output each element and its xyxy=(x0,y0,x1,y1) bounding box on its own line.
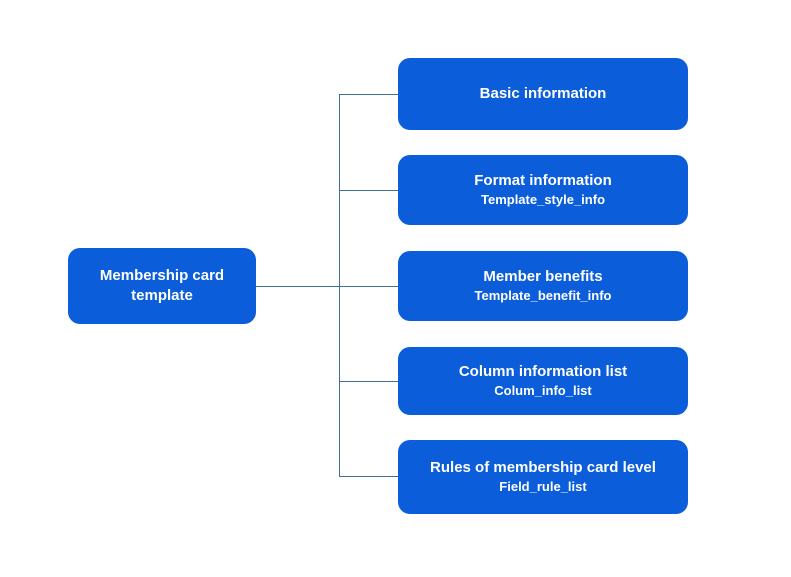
connector-root-to-trunk xyxy=(256,286,398,287)
node-subtitle: Template_benefit_info xyxy=(474,287,612,303)
node-subtitle: Field_rule_list xyxy=(499,478,587,494)
node-column-information-list: Column information list Colum_info_list xyxy=(398,347,688,415)
node-title: Basic information xyxy=(479,84,607,102)
node-title: Column information list xyxy=(458,363,628,381)
node-format-information: Format information Template_style_info xyxy=(398,155,688,225)
connector-branch-format-information xyxy=(339,190,398,191)
node-basic-information: Basic information xyxy=(398,58,688,130)
node-membership-card-template: Membership card template xyxy=(68,248,256,324)
node-title: Rules of membership card level xyxy=(430,459,656,477)
connector-branch-basic-information xyxy=(339,94,398,95)
node-title: Format information xyxy=(474,172,612,190)
node-rules-of-membership-card-level: Rules of membership card level Field_rul… xyxy=(398,440,688,514)
connector-trunk xyxy=(339,94,340,477)
connector-branch-column-information-list xyxy=(339,381,398,382)
node-title: Member benefits xyxy=(483,268,603,286)
node-member-benefits: Member benefits Template_benefit_info xyxy=(398,251,688,321)
connector-branch-rules-of-membership-card-level xyxy=(339,476,398,477)
node-subtitle: Template_style_info xyxy=(480,191,606,207)
node-title: Membership card template xyxy=(99,266,225,304)
node-subtitle: Colum_info_list xyxy=(494,382,592,398)
